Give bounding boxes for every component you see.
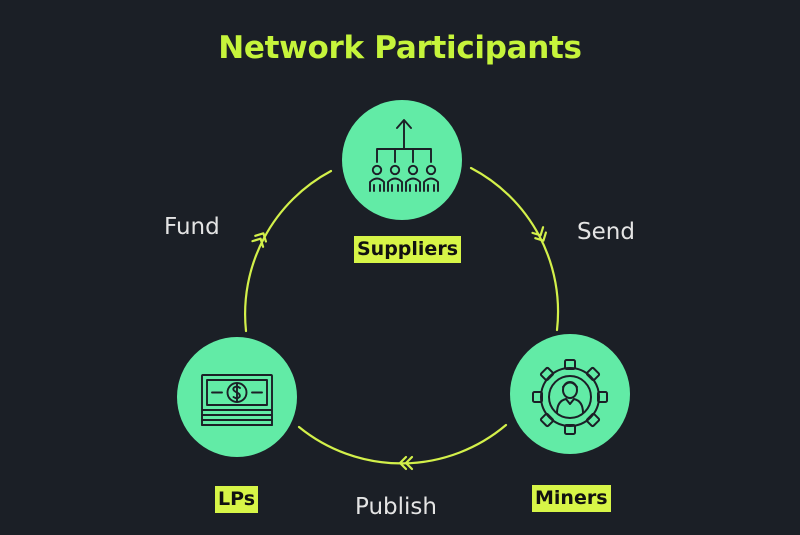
lps-label: LPs	[215, 486, 259, 513]
page-title: Network Participants	[218, 30, 582, 66]
suppliers-node-circle	[342, 100, 462, 220]
org-chart-people-icon	[369, 119, 439, 192]
send-edge-label: Send	[577, 219, 635, 245]
gear-person-icon	[532, 359, 608, 435]
edge-miners-to-lps	[297, 423, 508, 465]
arrow-publish-icon	[398, 455, 414, 471]
fund-edge-label: Fund	[164, 214, 220, 240]
arrow-fund-icon	[251, 232, 267, 248]
arrow-send-icon	[531, 226, 547, 242]
miners-node-circle	[510, 334, 630, 454]
edge-lps-to-suppliers	[244, 169, 333, 333]
banknote-dollar-icon	[201, 374, 273, 426]
suppliers-label: Suppliers	[354, 236, 462, 263]
edge-suppliers-to-miners	[469, 166, 560, 332]
publish-edge-label: Publish	[355, 494, 437, 520]
miners-label: Miners	[532, 485, 611, 512]
